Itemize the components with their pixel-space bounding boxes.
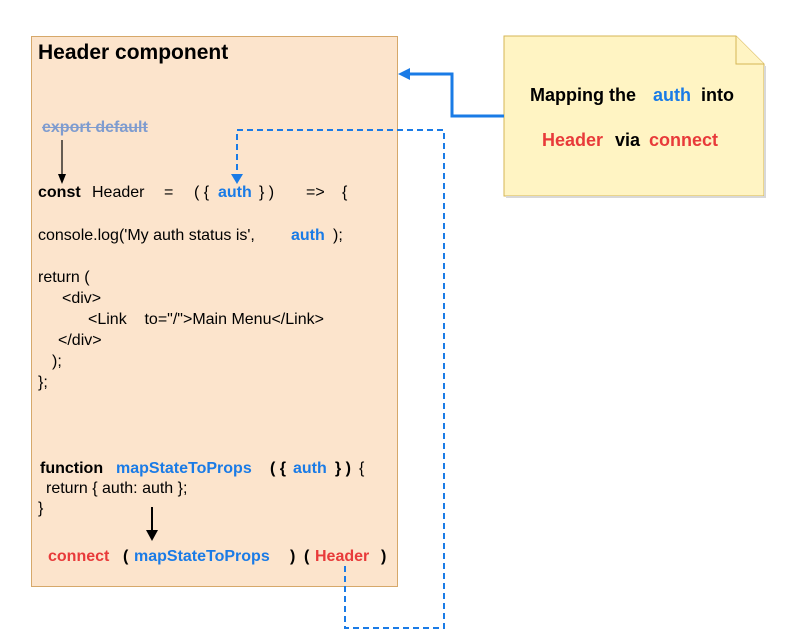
connect-map: mapStateToProps [134,548,270,565]
brace-open: { [342,184,348,201]
fn-close: } [38,500,44,517]
brace-close: }; [38,374,48,391]
connect-paren-close: ) [290,548,296,565]
header-name: Header [92,184,145,201]
map-fn-param-close: } ) [335,460,351,477]
console-end: ); [333,227,343,244]
connect-header: Header [315,548,370,565]
param-open: ( { [194,184,210,201]
note-to-box-arrow [408,72,504,118]
div-close: </div> [58,332,102,349]
map-fn-name: mapStateToProps [116,460,252,477]
return-object: return { auth: auth }; [46,480,188,497]
note-arrowhead [398,68,410,80]
div-open: <div> [62,290,102,307]
connect-keyword: connect [48,548,110,565]
note-fold [735,36,764,65]
paren-semicolon: ); [52,353,62,370]
function-keyword: function [40,460,104,477]
const-keyword: const [38,184,81,201]
connect-paren2-open: ( [304,548,310,565]
note-shape [503,35,765,197]
param-close: } ) [259,184,275,201]
note-line1-prefix: Mapping the [530,85,636,105]
map-fn-auth: auth [293,460,327,477]
note-line2-header: Header [542,130,604,150]
link-line: <Link to="/">Main Menu</Link> [88,311,324,328]
equals-sign: = [164,184,174,201]
note-line2-via: via [615,130,641,150]
auth-param: auth [218,184,252,201]
note-line1-suffix: into [701,85,734,105]
connect-paren2-close: ) [381,548,387,565]
connect-paren-open: ( [123,548,129,565]
map-fn-brace: { [359,460,365,477]
note-line1-auth: auth [653,85,691,105]
console-log-text: console.log('My auth status is', [38,227,255,244]
export-default-text: export default [42,119,148,136]
component-title: Header component [38,41,229,64]
arrow-token: => [306,184,325,201]
note-line2-connect: connect [649,130,719,150]
map-fn-param-open: ( { [270,460,286,477]
return-open: return ( [38,269,90,286]
console-auth: auth [291,227,325,244]
